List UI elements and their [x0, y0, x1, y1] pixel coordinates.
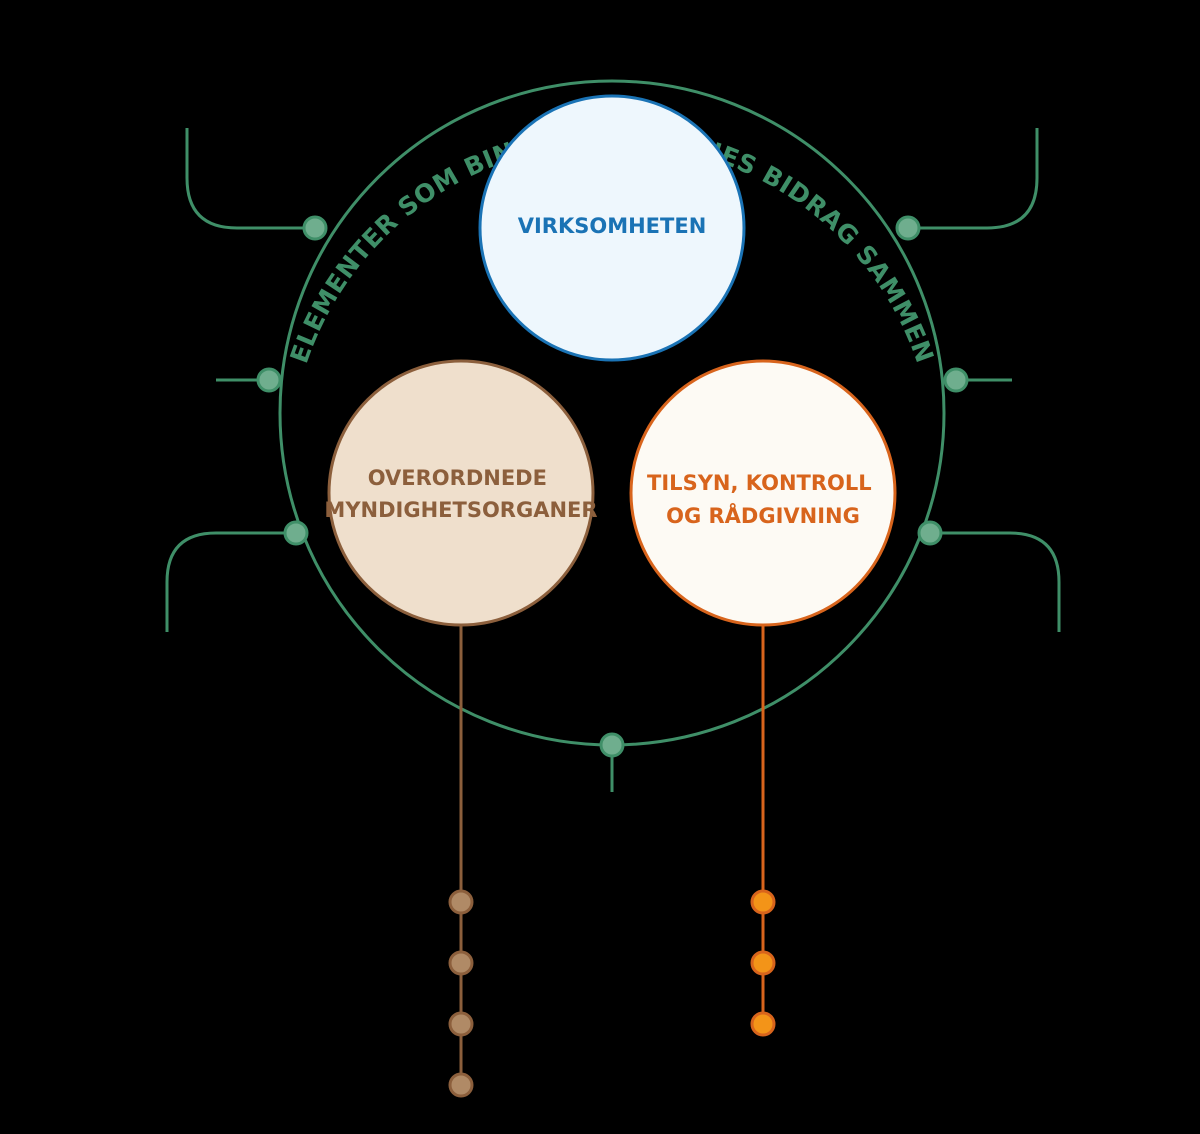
circle-virksomheten-label: VIRKSOMHETEN — [518, 214, 707, 238]
orange-node-3 — [750, 1011, 776, 1037]
ring-nodes — [256, 215, 969, 758]
ring-node-mid-right — [943, 367, 969, 393]
circle-tilsyn-line-1: TILSYN, KONTROLL — [647, 471, 872, 495]
circle-overordnede-line-2: MYNDIGHETSORGANER — [324, 498, 597, 522]
circle-virksomheten-shape — [478, 94, 746, 362]
brown-chain-nodes — [448, 889, 474, 1098]
brown-node-2 — [448, 950, 474, 976]
orange-node-1 — [750, 889, 776, 915]
circle-overordnede-label: OVERORDNEDE MYNDIGHETSORGANER — [324, 466, 597, 522]
ring-node-low-left — [283, 520, 309, 546]
outer-connectors — [165, 128, 1061, 792]
circle-tilsyn-label: TILSYN, KONTROLL OG RÅDGIVNING — [647, 471, 879, 528]
connector-low-right — [930, 531, 1061, 632]
ring-node-top-left — [302, 215, 328, 241]
brown-node-4 — [448, 1072, 474, 1098]
circle-virksomheten: VIRKSOMHETEN — [478, 94, 746, 362]
connector-top-right — [908, 128, 1039, 230]
brown-node-1 — [448, 889, 474, 915]
circle-tilsyn: TILSYN, KONTROLL OG RÅDGIVNING — [629, 359, 897, 627]
circle-tilsyn-line-2: OG RÅDGIVNING — [666, 503, 860, 528]
ring-node-low-right — [917, 520, 943, 546]
circle-overordnede-shape — [327, 359, 595, 627]
connector-low-left — [165, 531, 296, 632]
ring-node-mid-left — [256, 367, 282, 393]
orange-chain-nodes — [750, 889, 776, 1037]
circle-tilsyn-shape — [629, 359, 897, 627]
circle-overordnede-line-1: OVERORDNEDE — [368, 466, 547, 490]
ring-node-top-right — [895, 215, 921, 241]
orange-node-2 — [750, 950, 776, 976]
connector-top-left — [185, 128, 315, 230]
ring-node-bottom — [599, 732, 625, 758]
circle-overordnede: OVERORDNEDE MYNDIGHETSORGANER — [324, 359, 598, 627]
brown-node-3 — [448, 1011, 474, 1037]
